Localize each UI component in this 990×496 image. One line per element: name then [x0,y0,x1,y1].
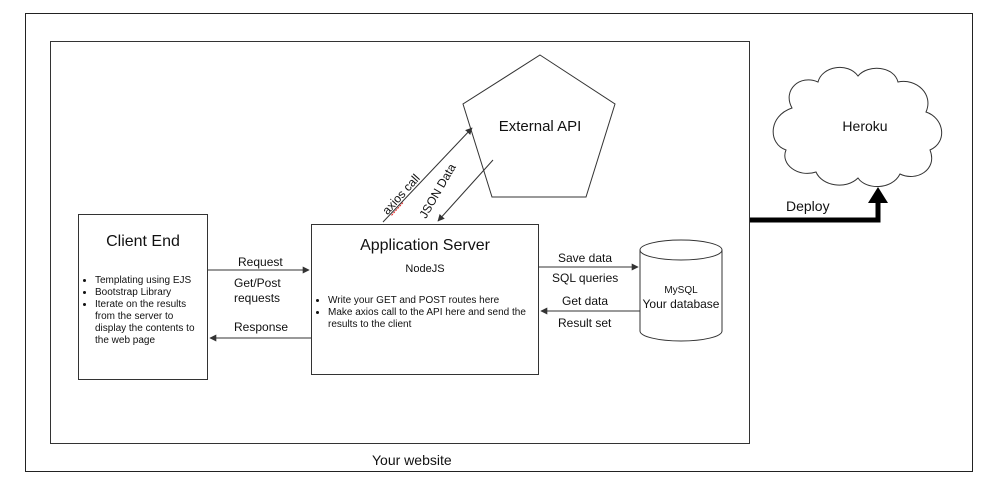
server-bullet: Make axios call to the API here and send… [328,307,532,331]
database-label-line1: MySQL [664,285,698,296]
client-bullet: Templating using EJS [95,275,201,287]
axios-call-arrow [382,127,473,223]
result-set-label: Result set [558,316,612,330]
json-data-label: JSON Data [416,161,459,221]
client-bullets: Templating using EJS Bootstrap Library I… [79,275,207,347]
website-boundary [50,41,750,444]
response-label: Response [234,320,289,334]
server-bullet: Write your GET and POST routes here [328,295,532,307]
application-server-box: Application Server NodeJS Write your GET… [311,224,539,375]
axios-call-label: axios call [379,171,422,217]
database-label-line2: Your database [642,297,720,311]
deploy-arrow [750,200,881,223]
server-subtitle: NodeJS [405,263,445,275]
save-data-label: Save data [558,251,613,265]
website-label: Your website [372,452,452,468]
server-bullets: Write your GET and POST routes here Make… [312,295,538,331]
heroku-label: Heroku [842,118,888,134]
deploy-label: Deploy [786,198,830,214]
json-data-arrow [437,159,494,222]
external-api-label: External API [498,118,582,135]
client-bullet: Bootstrap Library [95,287,201,299]
external-api-shape [462,54,616,198]
get-post-label-line2: requests [234,291,281,305]
outer-frame [25,13,973,472]
application-server-title: Application Server [360,237,490,254]
client-end-box: Client End Templating using EJS Bootstra… [78,214,208,380]
get-post-label-line1: Get/Post [234,276,281,290]
database-cylinder [639,239,723,342]
heroku-cloud [772,67,942,187]
client-bullet: Iterate on the results from the server t… [95,299,201,347]
deploy-arrowhead [868,187,888,203]
sql-queries-label: SQL queries [552,271,619,285]
client-end-title: Client End [106,233,180,250]
request-label: Request [238,255,283,269]
get-data-label: Get data [562,294,609,308]
